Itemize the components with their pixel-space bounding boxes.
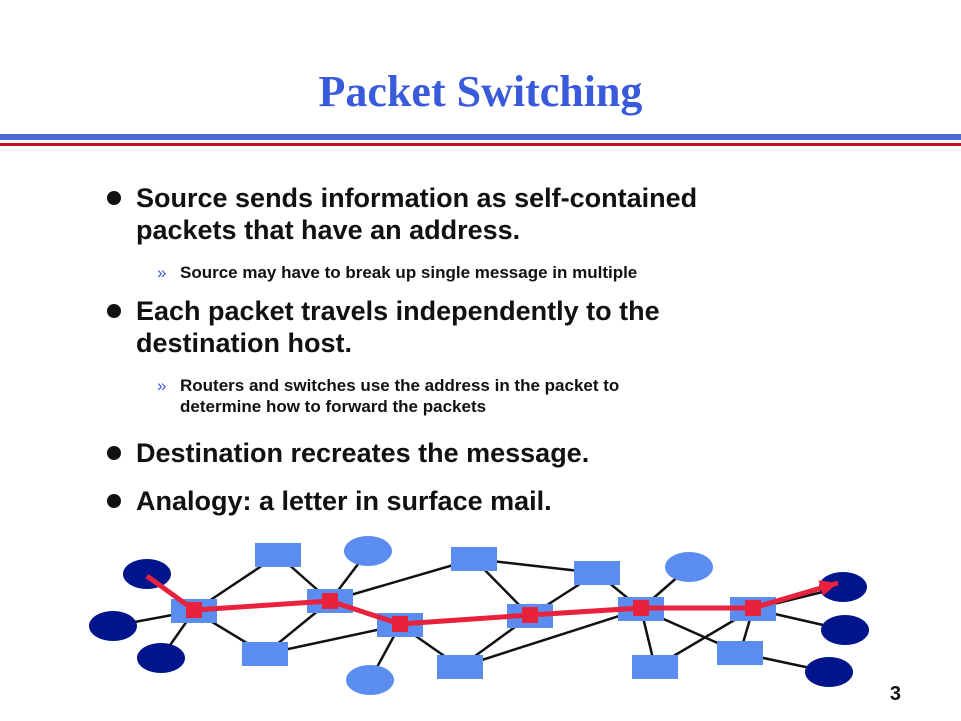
host-node: [821, 615, 869, 645]
sub-bullet-marker: »: [157, 376, 167, 395]
network-link: [459, 607, 642, 669]
sub-bullet-1: Source may have to break up single messa…: [180, 263, 638, 282]
packet-marker: [186, 602, 202, 618]
host-node: [805, 657, 853, 687]
bullet-dot: [107, 191, 121, 205]
host-node: [344, 536, 392, 566]
packet-marker: [745, 600, 761, 616]
title-rule-blue: [0, 134, 961, 140]
host-node: [665, 552, 713, 582]
host-node: [137, 643, 185, 673]
network-link: [329, 557, 475, 603]
bullet-dot: [107, 304, 121, 318]
bullet-4: Analogy: a letter in surface mail.: [136, 486, 552, 516]
bullet-1: Source sends information as self-contain…: [136, 183, 698, 245]
bullet-dot: [107, 446, 121, 460]
host-node: [123, 559, 171, 589]
sub-bullet-marker: »: [157, 263, 167, 282]
packet-marker: [522, 607, 538, 623]
title-rule-red: [0, 143, 961, 146]
page-number: 3: [889, 683, 901, 705]
sub-bullet-2: Routers and switches use the address in …: [180, 376, 620, 416]
packet-marker: [322, 593, 338, 609]
bullet-dot: [107, 494, 121, 508]
bullet-3: Destination recreates the message.: [136, 438, 590, 468]
host-node: [346, 665, 394, 695]
packet-path-arrowhead: [818, 580, 838, 596]
switch-node: [255, 543, 301, 567]
switch-node: [574, 561, 620, 585]
switch-node: [437, 655, 483, 679]
host-node: [819, 572, 867, 602]
bullet-2: Each packet travels independently to the…: [136, 296, 660, 358]
packet-marker: [392, 616, 408, 632]
switch-node: [242, 642, 288, 666]
switch-node: [632, 655, 678, 679]
host-node: [89, 611, 137, 641]
packet-marker: [633, 600, 649, 616]
switch-node: [717, 641, 763, 665]
switch-node: [451, 547, 497, 571]
slide-title: Packet Switching: [318, 67, 643, 116]
packet-path: [145, 573, 839, 627]
